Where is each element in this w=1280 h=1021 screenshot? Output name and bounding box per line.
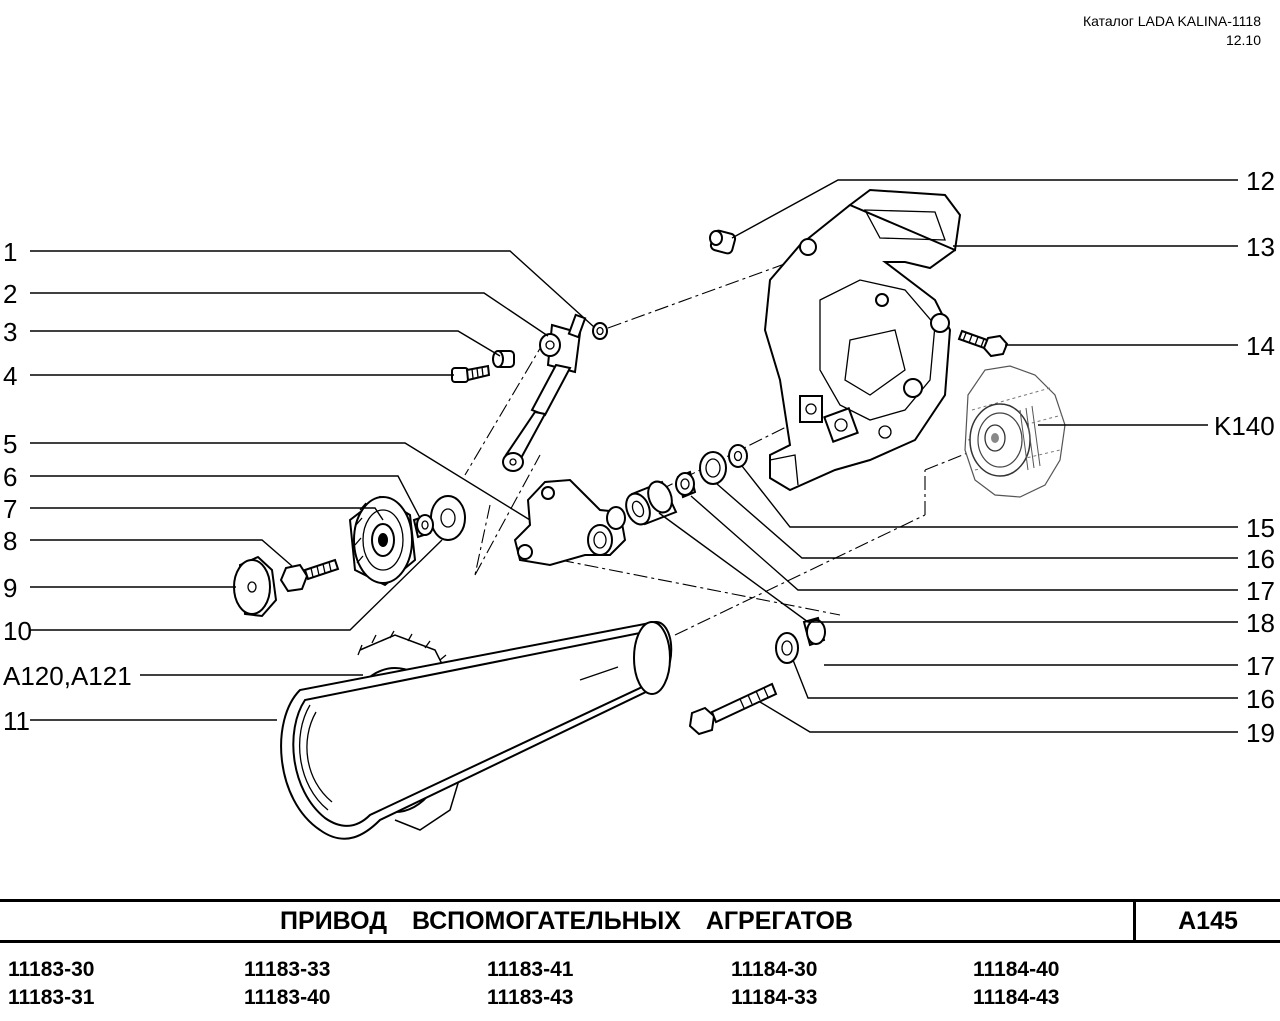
part-19-bolt bbox=[688, 682, 778, 736]
part-6-bushing bbox=[412, 514, 434, 539]
part-7-idler-roller bbox=[348, 495, 417, 587]
callout-4: 4 bbox=[3, 361, 17, 391]
part-18-spacer bbox=[625, 480, 678, 526]
part-10-washer bbox=[430, 495, 466, 541]
catalog-title: Каталог LADA KALINA-1118 bbox=[1082, 13, 1261, 29]
model-list: 11183-30 11183-33 11183-41 11184-30 1118… bbox=[8, 956, 1278, 1016]
callout-11: 11 bbox=[3, 706, 30, 736]
callout-1: 1 bbox=[3, 237, 17, 267]
exploded-parts-diagram: 1 2 3 4 5 6 7 8 9 10 A120,A121 11 12 13 … bbox=[3, 166, 1275, 840]
part-4-bolt bbox=[451, 364, 491, 383]
part-8-bolt bbox=[279, 558, 340, 593]
part-17-sleeve-lower bbox=[802, 616, 826, 647]
callout-8: 8 bbox=[3, 526, 17, 556]
callout-13: 13 bbox=[1246, 232, 1275, 262]
callout-16-lower: 16 bbox=[1246, 684, 1275, 714]
model-code: 11183-41 bbox=[487, 958, 574, 981]
part-5-tensioner-arm bbox=[513, 478, 627, 567]
callout-2: 2 bbox=[3, 279, 17, 309]
part-16-bushing bbox=[699, 451, 727, 485]
callout-3: 3 bbox=[3, 317, 17, 347]
part-9-cap bbox=[233, 555, 278, 618]
part-13-bracket bbox=[763, 188, 962, 492]
callout-7: 7 bbox=[3, 494, 17, 524]
part-3-sleeve bbox=[492, 350, 515, 368]
callout-12: 12 bbox=[1246, 166, 1275, 196]
model-code: 11183-31 bbox=[8, 986, 95, 1009]
part-15-washer bbox=[728, 444, 748, 468]
callout-9: 9 bbox=[3, 573, 17, 603]
part-17-sleeve bbox=[675, 470, 697, 499]
callout-10: 10 bbox=[3, 616, 32, 646]
right-callouts: 12 13 14 K140 15 16 17 18 17 16 19 bbox=[1214, 166, 1275, 748]
callout-6: 6 bbox=[3, 462, 17, 492]
model-code: 11184-33 bbox=[731, 986, 818, 1009]
model-code: 11184-40 bbox=[973, 958, 1060, 981]
model-code: 11184-30 bbox=[731, 958, 818, 981]
part-1-washer bbox=[592, 322, 608, 340]
callout-18: 18 bbox=[1246, 608, 1275, 638]
model-code: 11183-40 bbox=[244, 986, 331, 1009]
callout-5: 5 bbox=[3, 429, 17, 459]
part-14-bolt bbox=[957, 329, 1009, 358]
leader-lines bbox=[30, 179, 1238, 733]
model-code: 11183-33 bbox=[244, 958, 331, 981]
callout-16: 16 bbox=[1246, 544, 1275, 574]
callout-a120-a121: A120,A121 bbox=[3, 661, 132, 691]
callout-15: 15 bbox=[1246, 513, 1275, 543]
callout-k140: K140 bbox=[1214, 411, 1275, 441]
footer-code: A145 bbox=[1133, 900, 1280, 942]
part-11-belt bbox=[280, 620, 673, 840]
callout-19: 19 bbox=[1246, 718, 1275, 748]
part-k140-generator bbox=[964, 365, 1066, 498]
catalog-date: 12.10 bbox=[1225, 32, 1261, 48]
part-12-sleeve bbox=[709, 229, 737, 255]
model-code: 11183-30 bbox=[8, 958, 95, 981]
callout-17-lower: 17 bbox=[1246, 651, 1275, 681]
callout-14: 14 bbox=[1246, 331, 1275, 361]
left-callouts: 1 2 3 4 5 6 7 8 9 10 A120,A121 11 bbox=[3, 237, 132, 736]
model-code: 11183-43 bbox=[487, 986, 574, 1009]
catalog-header: Каталог LADA KALINA-1118 12.10 bbox=[1083, 12, 1261, 50]
callout-17: 17 bbox=[1246, 576, 1275, 606]
footer-bottom-rule bbox=[0, 940, 1280, 943]
part-16-bushing-lower bbox=[775, 632, 799, 664]
footer-title: ПРИВОД ВСПОМОГАТЕЛЬНЫХ АГРЕГАТОВ bbox=[280, 906, 853, 935]
footer-top-rule bbox=[0, 899, 1280, 902]
part-2-adjuster-link bbox=[502, 313, 587, 472]
model-code: 11184-43 bbox=[973, 986, 1060, 1009]
